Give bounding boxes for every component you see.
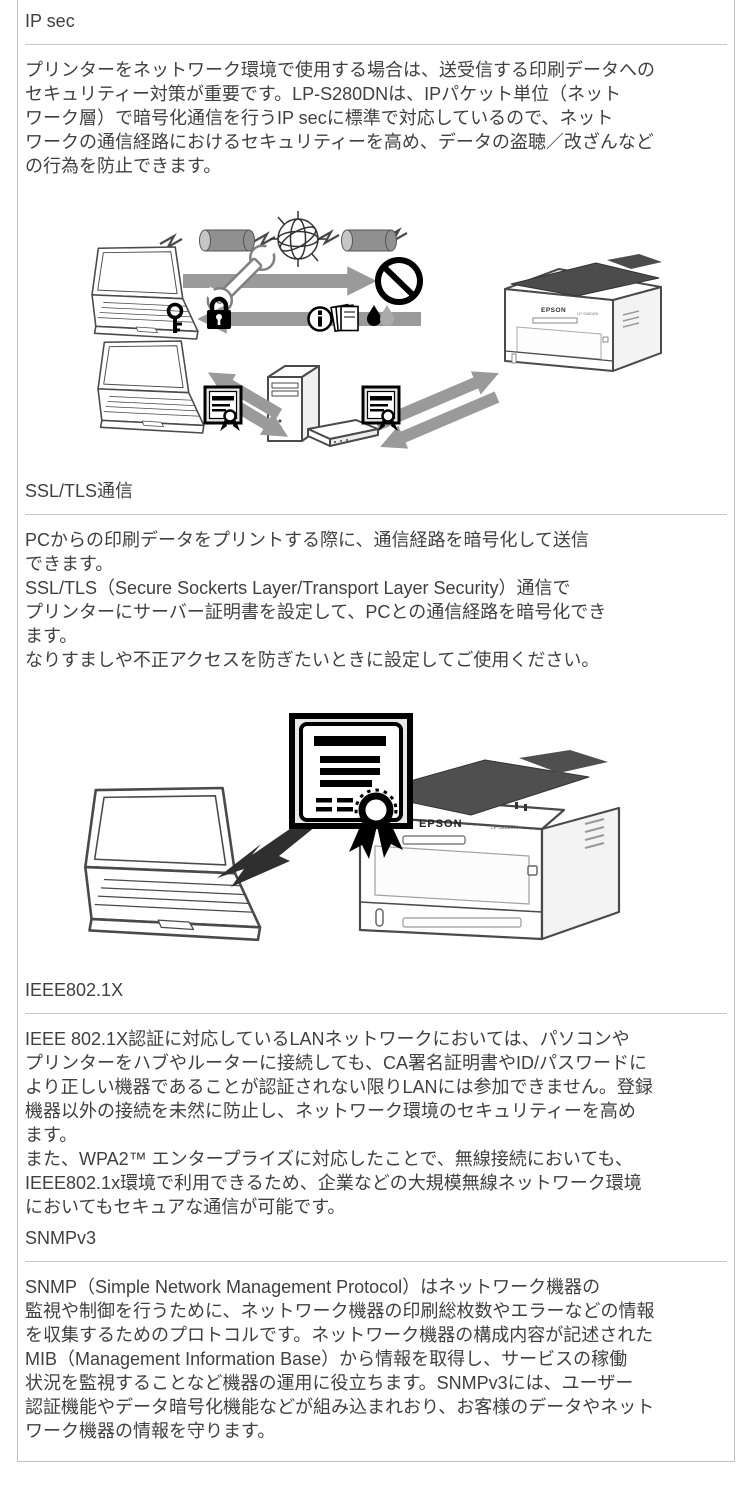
network-switch-icon [307, 419, 379, 447]
globe-icon [270, 211, 326, 267]
section-body-ieee8021x: IEEE 802.1X認証に対応しているLANネットワークにおいては、パソコンや… [25, 1029, 653, 1217]
certificate-icon [203, 385, 243, 433]
figure-ipsec-diagram: EPSON LP-S280DN [65, 203, 727, 468]
svg-text:EPSON: EPSON [419, 818, 463, 830]
laptop-icon [84, 786, 262, 942]
figure-ssl-diagram: EPSON LP-S280DN [67, 696, 727, 948]
laptop-icon [91, 246, 199, 340]
section-heading-ieee8021x: IEEE802.1X [25, 980, 124, 1000]
wrench-icon [204, 242, 278, 314]
heading-rule [25, 1013, 727, 1014]
svg-text:LP-S280DN: LP-S280DN [577, 311, 598, 316]
section-body-snmpv3: SNMP（Simple Network Management Protocol）… [25, 1277, 655, 1441]
section-heading-ssltls: SSL/TLS通信 [25, 481, 134, 501]
section-ieee8021x: IEEE802.1X IEEE 802.1X認証に対応しているLANネットワーク… [25, 979, 727, 1219]
laptop-icon [97, 340, 205, 434]
secure-tunnel-icon [341, 229, 397, 252]
secure-tunnel-icon [199, 229, 255, 252]
ink-drops-icon [367, 305, 394, 326]
heading-rule [25, 1261, 727, 1262]
certificate-icon [289, 713, 413, 859]
article: IP sec プリンターをネットワーク環境で使用する場合は、送受信する印刷データ… [17, 0, 735, 1462]
padlock-icon [207, 296, 231, 329]
certificate-icon [361, 385, 401, 433]
svg-text:EPSON: EPSON [541, 307, 566, 314]
section-body-ipsec: プリンターをネットワーク環境で使用する場合は、送受信する印刷データへの セキュリ… [25, 60, 655, 176]
printer-icon: EPSON LP-S280DN [358, 750, 621, 941]
documents-icon [330, 303, 359, 333]
section-heading-ipsec: IP sec [25, 11, 75, 31]
section-body-ssltls: PCからの印刷データをプリントする際に、通信経路を暗号化して送信 できます。 S… [25, 530, 607, 670]
key-icon [166, 302, 184, 333]
section-snmpv3: SNMPv3 SNMP（Simple Network Management Pr… [25, 1227, 727, 1443]
heading-rule [25, 514, 727, 515]
svg-text:LP-S280DN: LP-S280DN [491, 825, 518, 831]
prohibited-icon [375, 257, 423, 305]
section-ssltls: SSL/TLS通信 PCからの印刷データをプリントする際に、通信経路を暗号化して… [25, 480, 727, 948]
info-icon [307, 306, 333, 332]
section-ipsec: IP sec プリンターをネットワーク環境で使用する場合は、送受信する印刷データ… [25, 10, 727, 468]
exchange-arrow [380, 391, 500, 449]
printer-icon: EPSON LP-S280DN [504, 254, 662, 372]
lightning-icon [217, 814, 331, 887]
section-heading-snmpv3: SNMPv3 [25, 1228, 97, 1248]
heading-rule [25, 44, 727, 45]
